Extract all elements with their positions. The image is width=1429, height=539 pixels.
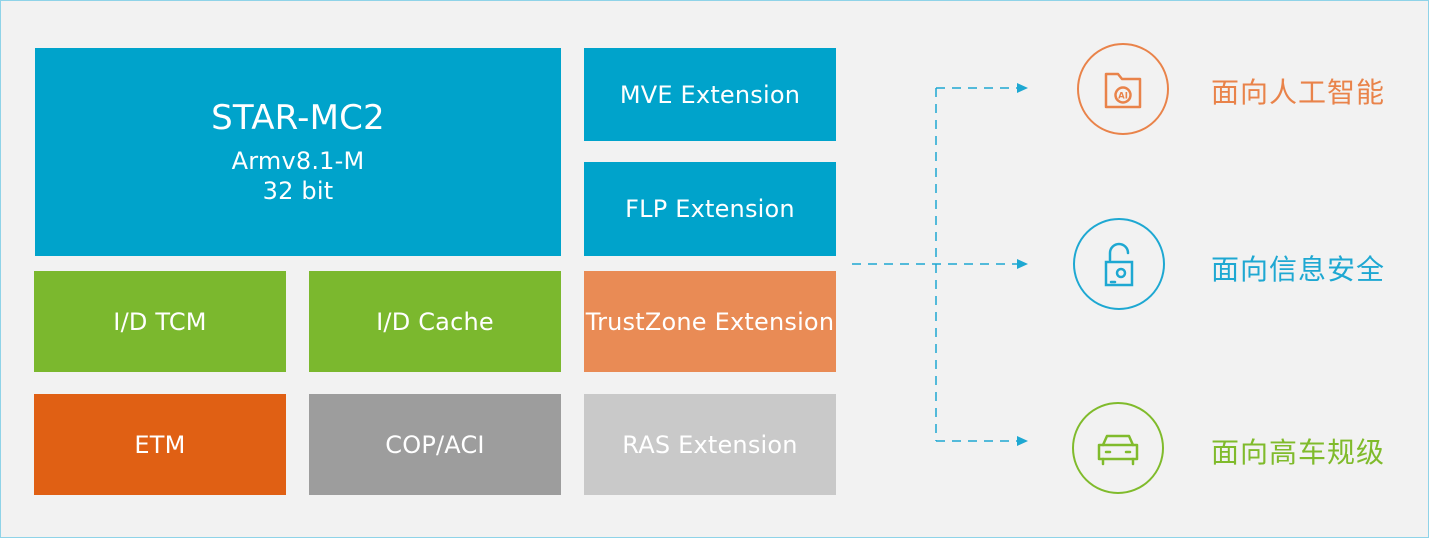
- flp-block: FLP Extension: [584, 162, 836, 256]
- cop-label: COP/ACI: [385, 430, 485, 459]
- cop-block: COP/ACI: [309, 394, 561, 495]
- itcm-label: I/D TCM: [113, 307, 207, 336]
- etm-block: ETM: [34, 394, 286, 495]
- ras-block: RAS Extension: [584, 394, 836, 495]
- svg-text:AI: AI: [1118, 92, 1128, 102]
- automotive-target-ring: [1072, 402, 1164, 494]
- itcm-block: I/D TCM: [34, 271, 286, 372]
- ai-target-ring: AI: [1077, 43, 1169, 135]
- target-label-ai: 面向人工智能: [1211, 76, 1386, 109]
- arrowhead-middle: [1017, 259, 1028, 269]
- security-target-ring: [1073, 218, 1165, 310]
- target-label-automotive: 面向高车规级: [1211, 436, 1386, 469]
- trustzone-label: TrustZone Extension: [585, 307, 835, 336]
- core-bits: 32 bit: [262, 177, 334, 205]
- car-icon: [1097, 434, 1139, 466]
- icache-block: I/D Cache: [309, 271, 561, 372]
- arrowhead-top: [1017, 83, 1028, 93]
- mve-block: MVE Extension: [584, 48, 836, 141]
- icache-label: I/D Cache: [376, 307, 494, 336]
- trustzone-block: TrustZone Extension: [584, 271, 836, 372]
- ai-folder-icon: AI: [1104, 72, 1142, 109]
- flp-label: FLP Extension: [625, 195, 795, 223]
- etm-label: ETM: [134, 430, 186, 459]
- core-block: STAR-MC2 Armv8.1-M 32 bit: [35, 48, 561, 256]
- arrowhead-bottom: [1017, 436, 1028, 446]
- core-title: STAR-MC2: [211, 98, 385, 138]
- target-label-security: 面向信息安全: [1211, 253, 1386, 286]
- core-arch: Armv8.1-M: [231, 147, 365, 175]
- ras-label: RAS Extension: [622, 430, 798, 459]
- unlock-icon: [1104, 242, 1134, 287]
- mve-label: MVE Extension: [619, 80, 801, 109]
